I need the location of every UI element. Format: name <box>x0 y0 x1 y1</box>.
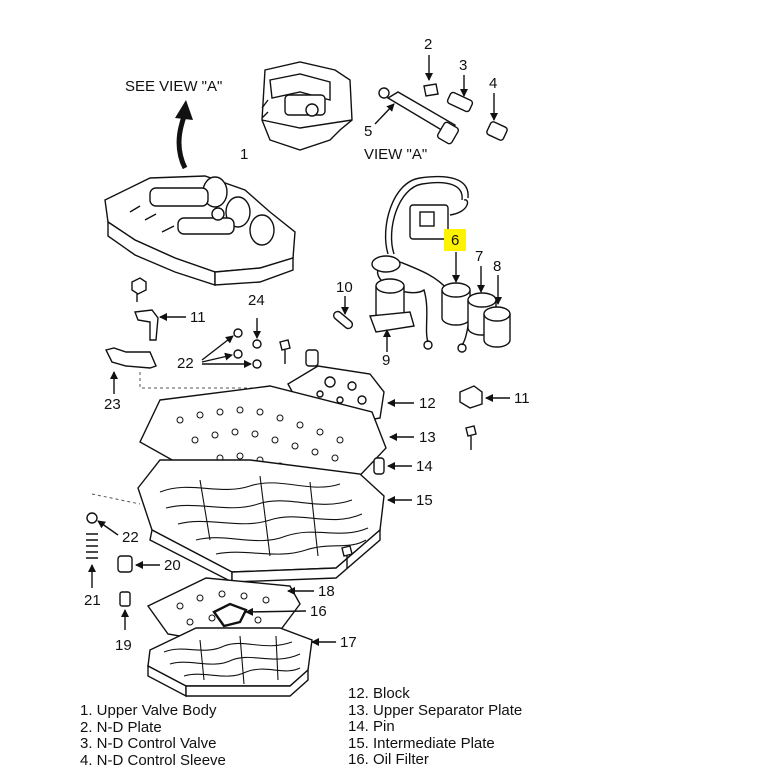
pin-14 <box>374 458 384 474</box>
legend-item: 12. Block <box>348 686 522 703</box>
callout-18: 18 <box>318 584 335 599</box>
callout-22-upper: 22 <box>177 356 194 371</box>
see-view-label: SEE VIEW "A" <box>125 79 222 94</box>
callout-6: 6 <box>451 233 459 248</box>
legend-item: 15. Intermediate Plate <box>348 736 522 753</box>
legend-item: 4. N-D Control Sleeve <box>80 753 226 769</box>
callout-12: 12 <box>419 396 436 411</box>
solenoid-8 <box>484 307 510 347</box>
callout-10: 10 <box>336 280 353 295</box>
arrow-5 <box>375 104 394 124</box>
callout-15: 15 <box>416 493 433 508</box>
legend-right: 12. Block 13. Upper Separator Plate 14. … <box>348 686 522 769</box>
callout-20: 20 <box>164 558 181 573</box>
callout-8: 8 <box>493 259 501 274</box>
view-a-valve-body <box>262 62 352 150</box>
legend-item: 16. Oil Filter <box>348 752 522 769</box>
callout-24: 24 <box>248 293 265 308</box>
see-view-arrow <box>179 114 185 168</box>
legend-left: 1. Upper Valve Body 2. N-D Plate 3. N-D … <box>80 703 226 769</box>
legend-item: 1. Upper Valve Body <box>80 703 226 720</box>
callout-9: 9 <box>382 353 390 368</box>
callout-5: 5 <box>364 124 372 139</box>
callout-14: 14 <box>416 459 433 474</box>
upper-valve-body <box>105 176 295 285</box>
callout-1: 1 <box>240 147 248 162</box>
callout-11-left: 11 <box>190 310 206 325</box>
legend-item: 3. N-D Control Valve <box>80 736 226 753</box>
lower-valve-body <box>148 628 312 696</box>
callout-13: 13 <box>419 430 436 445</box>
left-small-parts <box>106 278 318 368</box>
callout-21: 21 <box>84 593 101 608</box>
view-a-parts <box>379 84 508 145</box>
callout-4: 4 <box>489 76 497 91</box>
callout-19: 19 <box>115 638 132 653</box>
legend-item: 13. Upper Separator Plate <box>348 703 522 720</box>
callout-11-right: 11 <box>514 391 530 406</box>
leader-dashes <box>140 372 270 388</box>
solenoid-6 <box>442 283 470 325</box>
legend-item: 14. Pin <box>348 719 522 736</box>
view-a-label: VIEW "A" <box>364 147 427 162</box>
callout-23: 23 <box>104 397 121 412</box>
arrow-22-lower <box>98 521 118 535</box>
solenoid-9 <box>370 256 414 332</box>
arrow-16 <box>246 611 306 612</box>
pin-10 <box>332 310 354 330</box>
callout-17: 17 <box>340 635 357 650</box>
callout-7: 7 <box>475 249 483 264</box>
callout-16: 16 <box>310 604 327 619</box>
callout-3: 3 <box>459 58 467 73</box>
callout-22-lower: 22 <box>122 530 139 545</box>
legend-item: 2. N-D Plate <box>80 720 226 737</box>
leader-dashes-2 <box>92 494 140 504</box>
callout-2: 2 <box>424 37 432 52</box>
